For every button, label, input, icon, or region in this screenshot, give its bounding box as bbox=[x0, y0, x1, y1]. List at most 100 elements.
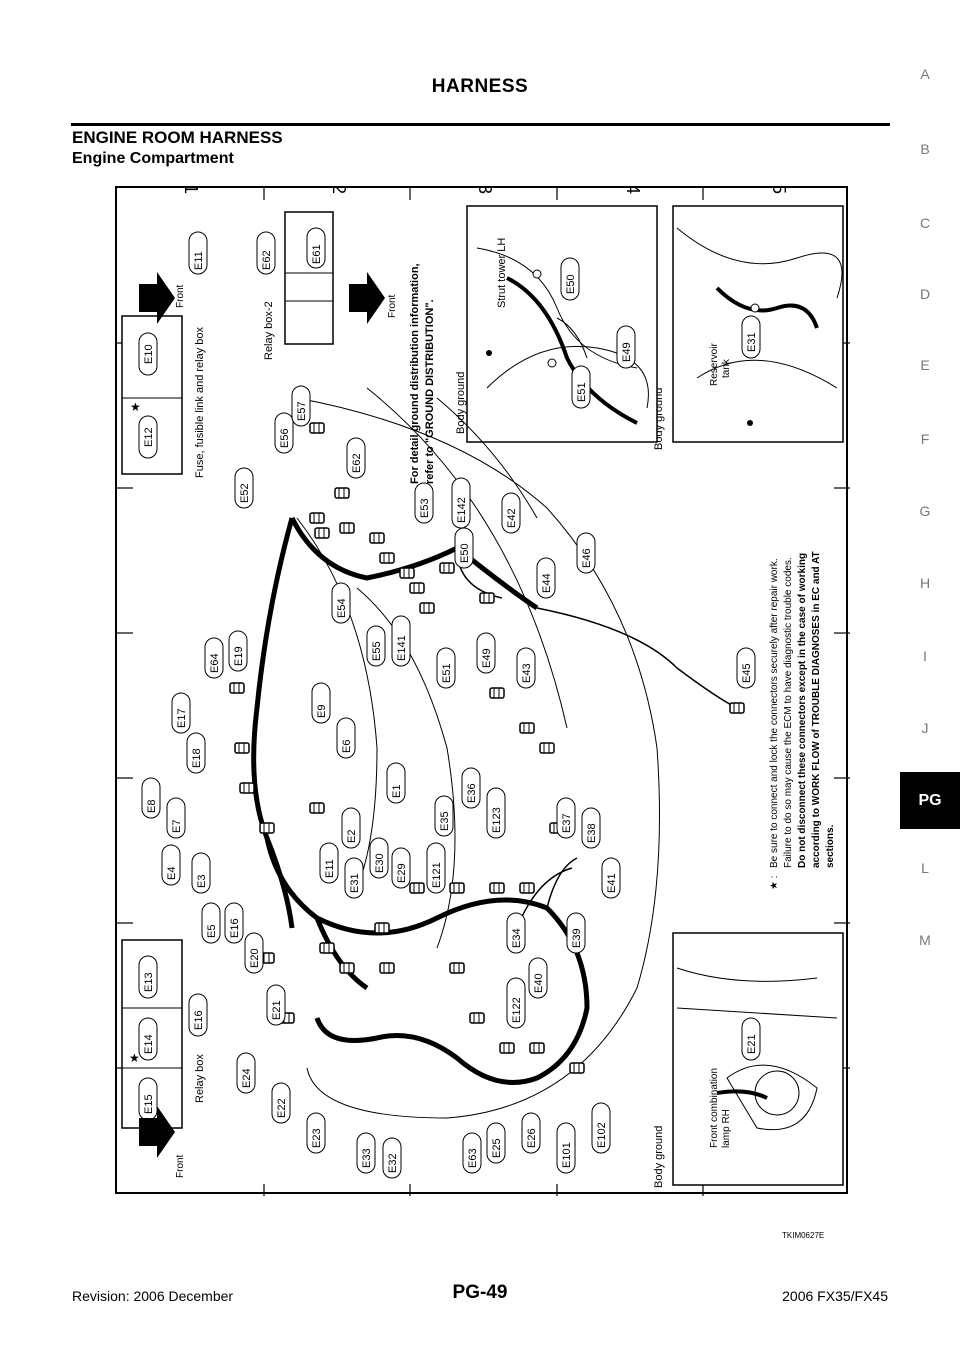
grid-number-1-top: 1 bbox=[181, 188, 201, 194]
connector-label-e44: E44 bbox=[541, 573, 553, 593]
connector-callout-e4 bbox=[161, 844, 181, 886]
index-letter-c[interactable]: C bbox=[919, 215, 931, 231]
grid-letter-c-left: C bbox=[117, 843, 119, 857]
index-letter-b[interactable]: B bbox=[920, 141, 930, 157]
index-letter-l[interactable]: L bbox=[921, 860, 929, 876]
connector-callout-e102 bbox=[591, 1102, 611, 1154]
grid-letter-a-right: A bbox=[848, 1118, 850, 1131]
connector-callout-e17 bbox=[171, 692, 191, 734]
connector-label-e29: E29 bbox=[396, 863, 408, 883]
index-letter-g[interactable]: G bbox=[919, 503, 931, 519]
index-letter-j[interactable]: J bbox=[921, 720, 929, 736]
connector-label-e101: E101 bbox=[561, 1142, 573, 1168]
connector-label-e9: E9 bbox=[316, 705, 328, 718]
connector-label-e4: E4 bbox=[166, 867, 178, 880]
index-tab-pg[interactable]: PG bbox=[900, 772, 960, 829]
body-ground-label-3: Body ground bbox=[653, 1126, 665, 1188]
connector-label-e142: E142 bbox=[456, 497, 468, 523]
connector-callout-e46 bbox=[576, 532, 596, 574]
grid-letter-d-left: D bbox=[117, 698, 119, 712]
connector-callout-e122 bbox=[506, 977, 526, 1029]
index-letter-f[interactable]: F bbox=[920, 431, 930, 447]
connector-label-e43: E43 bbox=[521, 663, 533, 683]
connector-label-e7: E7 bbox=[171, 820, 183, 833]
index-letter-i[interactable]: I bbox=[923, 648, 927, 664]
connector-callout-e49 bbox=[476, 632, 496, 674]
connector-callout-e43 bbox=[516, 647, 536, 689]
main-harness bbox=[251, 516, 590, 1085]
connector-label-e122: E122 bbox=[511, 997, 523, 1023]
connector-label-e46: E46 bbox=[581, 548, 593, 568]
connector-callout-e62 bbox=[346, 437, 366, 479]
connector-label-e17: E17 bbox=[176, 708, 188, 728]
relay-box-label: Relay box bbox=[194, 1054, 206, 1103]
connector-callout-e20 bbox=[244, 932, 264, 974]
front-label-relay: Front bbox=[175, 1154, 186, 1178]
connector-label-e45: E45 bbox=[741, 663, 753, 683]
section-title: ENGINE ROOM HARNESS bbox=[72, 128, 283, 147]
connector-label-e49: E49 bbox=[481, 648, 493, 668]
connector-label-e35: E35 bbox=[439, 811, 451, 831]
notes-block: ★ : Be sure to connect and lock the conn… bbox=[769, 551, 836, 890]
connector-label-e42: E42 bbox=[506, 508, 518, 528]
connector-callout-e18 bbox=[186, 732, 206, 774]
connector-label-e2: E2 bbox=[346, 830, 358, 843]
front-arrow-icon-2 bbox=[349, 272, 385, 324]
connector-callout-e35 bbox=[434, 795, 454, 837]
connector-label-e102: E102 bbox=[596, 1122, 608, 1148]
strut-tower-inset: Strut tower LH E50 E49 E51 bbox=[466, 205, 658, 443]
connector-callout-e8 bbox=[141, 777, 161, 819]
connector-callout-e6 bbox=[336, 717, 356, 759]
fuse-box-e11-callout: E11 bbox=[193, 251, 205, 270]
connector-label-e5: E5 bbox=[206, 925, 218, 938]
connector-label-e123: E123 bbox=[491, 807, 503, 833]
connector-callout-e56 bbox=[274, 412, 294, 454]
connector-label-e37: E37 bbox=[561, 813, 573, 833]
connector-label-e22: E22 bbox=[276, 1098, 288, 1118]
footer-page-number: PG-49 bbox=[452, 1282, 508, 1303]
grid-letter-b-right: B bbox=[848, 1003, 850, 1016]
connector-label-e34: E34 bbox=[511, 928, 523, 948]
lamp-e21: E21 bbox=[746, 1034, 758, 1054]
index-letter-a[interactable]: A bbox=[920, 66, 930, 82]
connector-label-e31: E31 bbox=[349, 873, 361, 893]
connector-callout-e64 bbox=[204, 637, 224, 679]
index-letter-d[interactable]: D bbox=[919, 286, 931, 302]
grid-number-5-top: 5 bbox=[769, 188, 789, 194]
connector-label-e26: E26 bbox=[526, 1128, 538, 1148]
grid-number-4-top: 4 bbox=[623, 188, 643, 194]
connector-callout-e1 bbox=[386, 762, 406, 804]
grid-number-2-top: 2 bbox=[329, 188, 349, 194]
connector-callout-e25 bbox=[486, 1122, 506, 1164]
index-letter-h[interactable]: H bbox=[919, 575, 931, 591]
connector-label-e3: E3 bbox=[196, 875, 208, 888]
grid-letter-e-left: E bbox=[117, 555, 119, 568]
reservoir-label-2: tank bbox=[721, 358, 732, 378]
section-subtitle: Engine Compartment bbox=[72, 150, 234, 167]
connector-callout-e2 bbox=[341, 807, 361, 849]
fuse-box-e12: E12 bbox=[143, 427, 155, 447]
grid-letter-f-left: F bbox=[117, 410, 119, 422]
connector-label-e11: E11 bbox=[324, 859, 336, 878]
connector-callout-e29 bbox=[391, 847, 411, 889]
relay-box-2: E61 Relay box-2 E62 Front bbox=[256, 211, 398, 360]
index-letter-m[interactable]: M bbox=[919, 932, 931, 948]
connector-callout-e19 bbox=[228, 630, 248, 672]
connector-callout-e53 bbox=[414, 482, 434, 524]
connector-callout-e51 bbox=[436, 647, 456, 689]
relay-box2-e61: E61 bbox=[311, 244, 323, 264]
connector-label-e62: E62 bbox=[351, 453, 363, 473]
relay-box-e13: E13 bbox=[143, 972, 155, 992]
connector-callout-e55 bbox=[366, 625, 386, 667]
grid-letter-g-left: G bbox=[117, 266, 119, 281]
front-arrow-icon-3 bbox=[139, 1106, 175, 1158]
notes-star: ★ : bbox=[769, 875, 780, 890]
reservoir-label-1: Reservoir bbox=[709, 343, 720, 386]
grid-letter-f-right: F bbox=[848, 410, 850, 422]
connector-label-e8: E8 bbox=[146, 800, 158, 813]
index-letter-e[interactable]: E bbox=[920, 357, 930, 373]
connector-shapes bbox=[229, 422, 745, 1074]
connector-callout-e16 bbox=[224, 902, 244, 944]
grid-ticks bbox=[117, 188, 850, 1196]
